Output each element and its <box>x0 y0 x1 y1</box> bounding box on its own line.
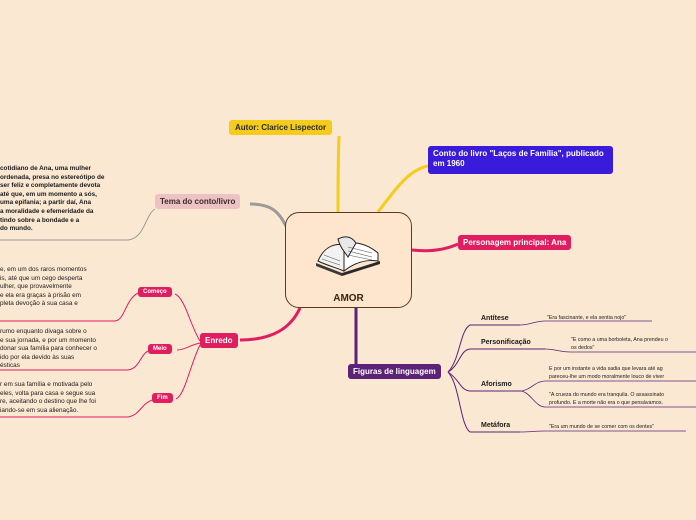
connector-comeco-text <box>0 292 139 322</box>
comeco-text-line: e, em um dos raros momentos <box>0 266 87 273</box>
comeco-text-line: ulher, que provavelmente <box>0 283 72 291</box>
central-title: AMOR <box>333 293 364 304</box>
meio-text-line: ido por ela devido às suas <box>0 353 75 361</box>
node-personagem[interactable]: Personagem principal: Ana <box>458 235 572 250</box>
connector-fim <box>175 344 201 400</box>
tema-text-line: ordenada, presa no estereótipo de <box>0 173 105 181</box>
quote-aforismo-1[interactable]: E por um instante a vida sadia que levar… <box>549 366 665 380</box>
meio-text-line: rumo enquanto divaga sobre o <box>0 328 87 335</box>
node-comeco[interactable]: Começo <box>138 287 172 297</box>
connector-meio <box>176 342 201 351</box>
tema-text-line: ser feliz e completamente devota <box>0 182 101 190</box>
fig-metafora[interactable]: Metáfora <box>481 422 511 429</box>
connector-conto <box>376 164 429 213</box>
fim-text-line: re, aceitando o destino que lhe foi <box>0 398 96 406</box>
connector-meio-text <box>0 350 149 371</box>
meio-text-line: e sua jornada, e por um momento <box>0 336 96 344</box>
connector-personagem <box>411 242 459 253</box>
fig-aforismo[interactable]: Aforismo <box>481 381 512 388</box>
tema-text-line: do mundo. <box>0 225 33 233</box>
tema-text-line: cotidiano de Ana, uma mulher <box>0 165 92 172</box>
tema-text-line: até que, em um momento a sós, <box>0 190 97 198</box>
tema-text-line: a moralidade e efemeridade da <box>0 207 94 215</box>
connector-metafora <box>447 371 520 433</box>
connector-autor <box>336 135 341 214</box>
node-conto[interactable]: Conto do livro "Laços de Família", publi… <box>428 146 613 174</box>
connector-enredo <box>239 307 302 342</box>
fim-text-line: eles, volta para casa e segue sua <box>0 389 96 397</box>
connector-personificacao-quote <box>544 348 696 353</box>
tema-text[interactable]: cotidiano de Ana, uma mulher ordenada, p… <box>0 165 104 234</box>
connector-antitese-quote <box>519 320 652 326</box>
fig-antitese[interactable]: Antítese <box>481 315 509 322</box>
meio-text-line: ésticas <box>0 362 20 370</box>
node-enredo[interactable]: Enredo <box>200 333 238 348</box>
quote-aforismo-2[interactable]: "A crueza do mundo era tranquila. O assa… <box>549 392 664 406</box>
tema-text-line: tindo sobre a bondade e a <box>0 216 80 224</box>
fim-text-line: r em sua família e motivada pelo <box>0 381 93 388</box>
node-tema[interactable]: Tema do conto/livro <box>155 194 241 209</box>
quote-personificacao[interactable]: "E como a uma borboleta, Ana prendeu o o… <box>571 337 668 351</box>
meio-text-line: donar sua família para conhecer o <box>0 345 97 353</box>
tema-text-line: uma epifania; a partir daí, Ana <box>0 199 92 207</box>
connector-fim-text <box>0 399 153 418</box>
open-book-icon <box>316 236 380 276</box>
fim-text[interactable]: r em sua família e motivada pelo eles, v… <box>0 381 96 415</box>
connector-metafora-quote <box>519 430 686 433</box>
connector-personificacao <box>447 348 545 373</box>
node-figuras[interactable]: Figuras de linguagem <box>348 364 441 379</box>
quote-antitese[interactable]: "Era fascinante, e ela sentia nojo" <box>547 315 627 321</box>
comeco-text-line: is, até que um cego desperta <box>0 274 83 282</box>
comeco-text[interactable]: e, em um dos raros momentos is, até que … <box>0 266 87 309</box>
comeco-text-line: e ela era graças à prisão em <box>0 291 81 299</box>
connector-aforismo <box>447 371 520 392</box>
fim-text-line: iando-se em sua alienação. <box>0 406 79 414</box>
node-autor[interactable]: Autor: Clarice Lispector <box>229 120 333 135</box>
node-fim[interactable]: Fim <box>152 393 173 403</box>
meio-text[interactable]: rumo enquanto divaga sobre o e sua jorna… <box>0 328 97 371</box>
connector-comeco <box>174 293 201 342</box>
comeco-text-line: pleta devoção à sua casa e <box>0 300 78 308</box>
central-node[interactable]: AMOR <box>285 212 412 308</box>
node-meio[interactable]: Meio <box>148 344 172 354</box>
connector-aforismo-quote-1 <box>519 380 696 392</box>
connector-tema-text <box>0 208 156 241</box>
connector-tema <box>249 202 289 229</box>
connector-aforismo-quote-2 <box>519 390 696 408</box>
quote-metafora[interactable]: "Era um mundo de se comer com os dentes" <box>549 424 655 430</box>
fig-personificacao[interactable]: Personificação <box>481 339 531 346</box>
connector-antitese <box>447 324 520 373</box>
